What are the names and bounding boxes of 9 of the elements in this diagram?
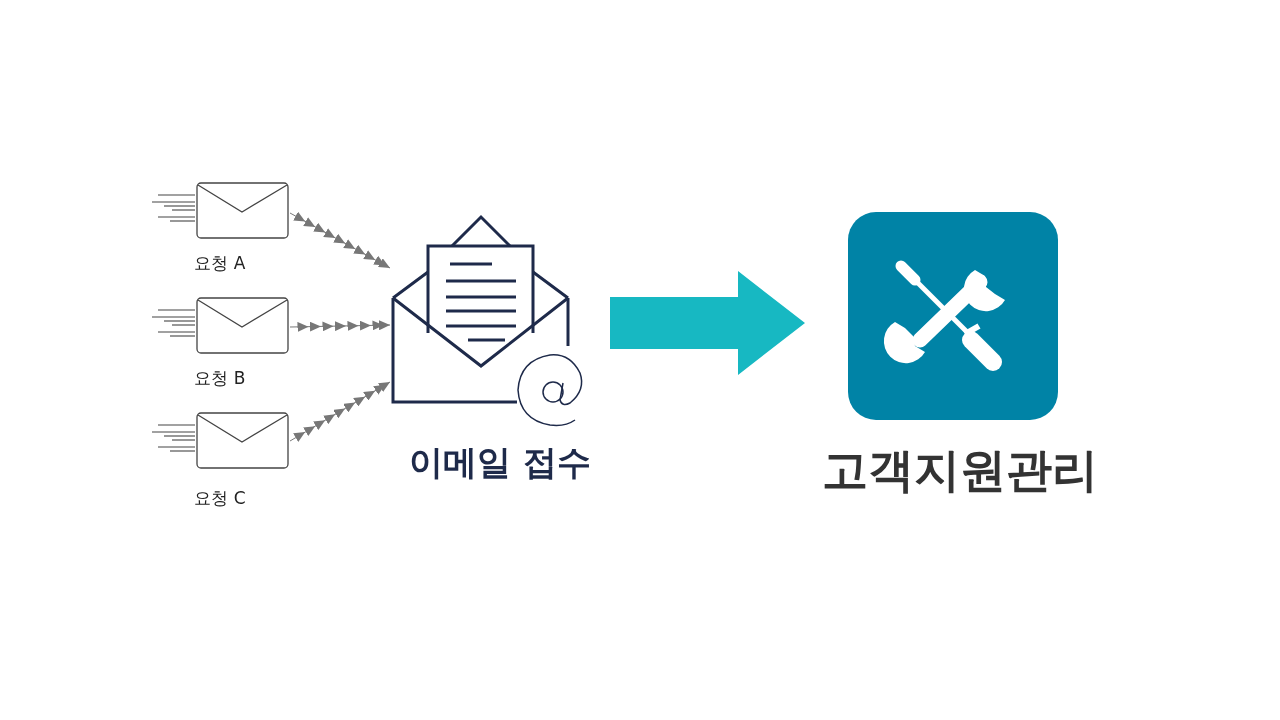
node-label: 요청 C	[193, 487, 247, 510]
node-label: 고객지원관리	[821, 442, 1099, 499]
node-label: 이메일 접수	[408, 441, 592, 484]
node-label: 요청 A	[193, 252, 247, 275]
arrow	[289, 212, 391, 269]
arrow	[289, 381, 391, 442]
arrow	[610, 271, 805, 375]
node-label: 요청 B	[193, 367, 247, 390]
arrow	[289, 320, 391, 332]
